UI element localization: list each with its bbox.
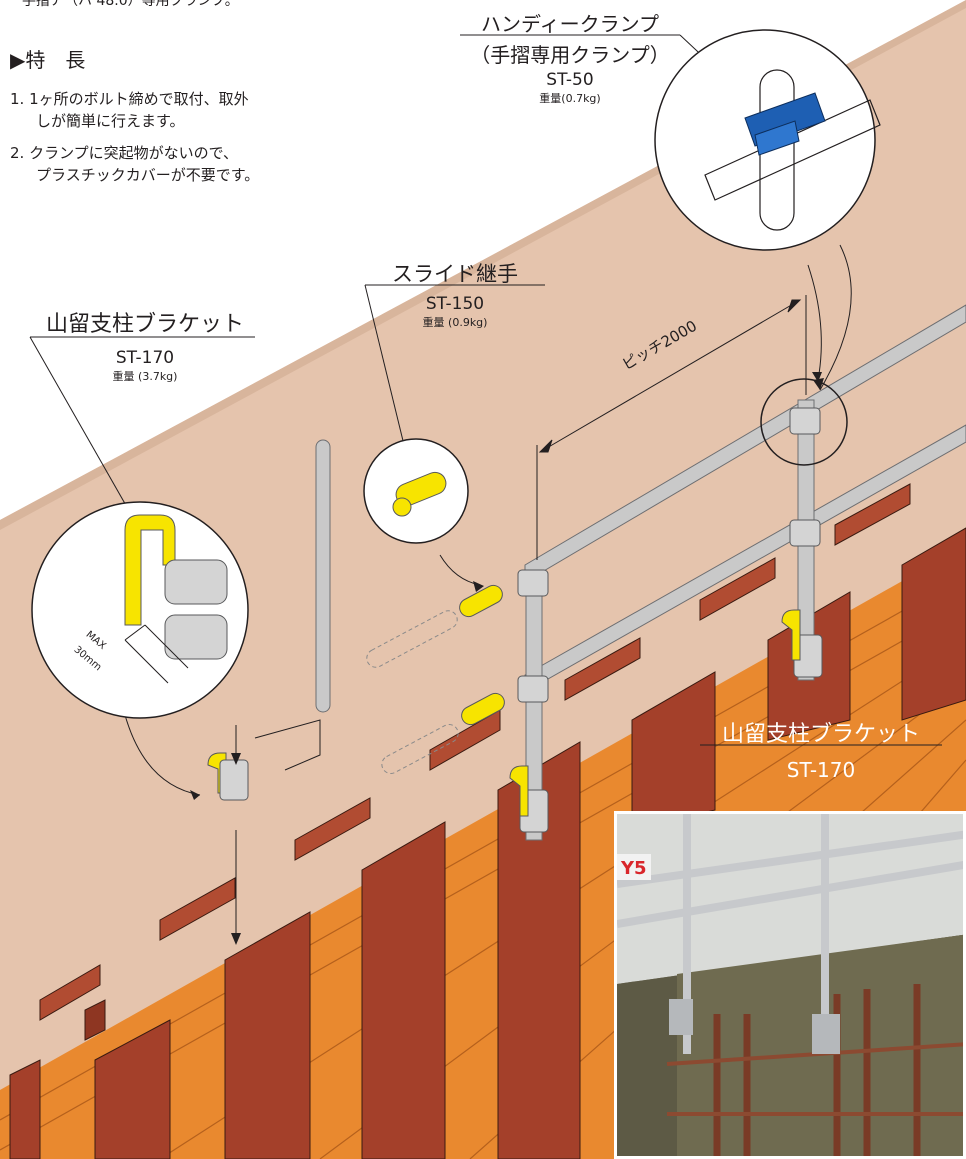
- h-beam-6: [564, 637, 716, 831]
- h-beam-4: [294, 797, 446, 1159]
- h-beam-5: [429, 709, 581, 1159]
- handy-clamp-label: ハンディークランプ （手摺専用クランプ） ST-50 重量(0.7kg): [440, 8, 700, 106]
- slide-joint-label: スライド継手 ST-150 重量 (0.9kg): [365, 258, 545, 330]
- slide-joint-detail: [363, 438, 469, 544]
- h-beam-1: [9, 1059, 41, 1159]
- h-beam-3: [159, 877, 311, 1159]
- features-heading: ▶特 長: [10, 48, 86, 72]
- left-bracket-assembly: [219, 759, 249, 801]
- bracket-right-label: 山留支柱ブラケット ST-170: [700, 716, 942, 782]
- slide-joints: [459, 584, 505, 726]
- bracket-left-name: 山留支柱ブラケット: [45, 312, 244, 337]
- top-cut-text: 手摺ア（ハ 48.0）等用クランプ。: [22, 0, 239, 9]
- handy-clamp-sub: （手摺専用クランプ）: [470, 43, 670, 67]
- bracket-right-name: 山留支柱ブラケット: [721, 722, 920, 747]
- rail-clamps: [517, 407, 823, 833]
- feature-2-line-1: 2. クランプに突起物がないので、: [10, 144, 239, 162]
- photo-sign-board: [617, 854, 651, 880]
- slide-joint-name: スライド継手: [392, 262, 518, 286]
- handy-clamp-code: ST-50: [546, 70, 594, 90]
- slide-joint-weight: 重量 (0.9kg): [422, 316, 488, 329]
- pitch-dimension: [536, 295, 807, 560]
- handrail-pipes: [315, 304, 966, 841]
- bracket-left-label: 山留支柱ブラケット ST-170 重量 (3.7kg): [20, 306, 270, 384]
- handy-clamp-name: ハンディークランプ: [481, 12, 659, 36]
- clamp-highlight-circle: [760, 378, 848, 466]
- site-photo-image: [617, 814, 963, 1156]
- h-beam-2: [39, 964, 171, 1159]
- bracket-right-code: ST-170: [786, 758, 856, 782]
- handy-clamp-detail: [654, 29, 881, 251]
- feature-1-line-2: しが簡単に行えます。: [36, 112, 185, 130]
- h-beam-8: [834, 483, 966, 721]
- bracket-left-weight: 重量 (3.7kg): [112, 370, 178, 383]
- photo-sign-label: Y5: [621, 858, 647, 879]
- handy-clamp-weight: 重量(0.7kg): [539, 92, 601, 105]
- slide-joint-ghosts: [366, 610, 459, 774]
- loose-post: [315, 439, 331, 713]
- site-photo: Y5: [614, 811, 966, 1159]
- feature-1-line-1: 1. 1ヶ所のボルト締めで取付、取外: [10, 90, 249, 108]
- slide-joint-code: ST-150: [425, 294, 485, 314]
- feature-2-line-2: プラスチックカバーが不要です。: [36, 166, 260, 184]
- bracket-detail: [31, 501, 249, 719]
- bracket-left-code: ST-170: [115, 348, 175, 368]
